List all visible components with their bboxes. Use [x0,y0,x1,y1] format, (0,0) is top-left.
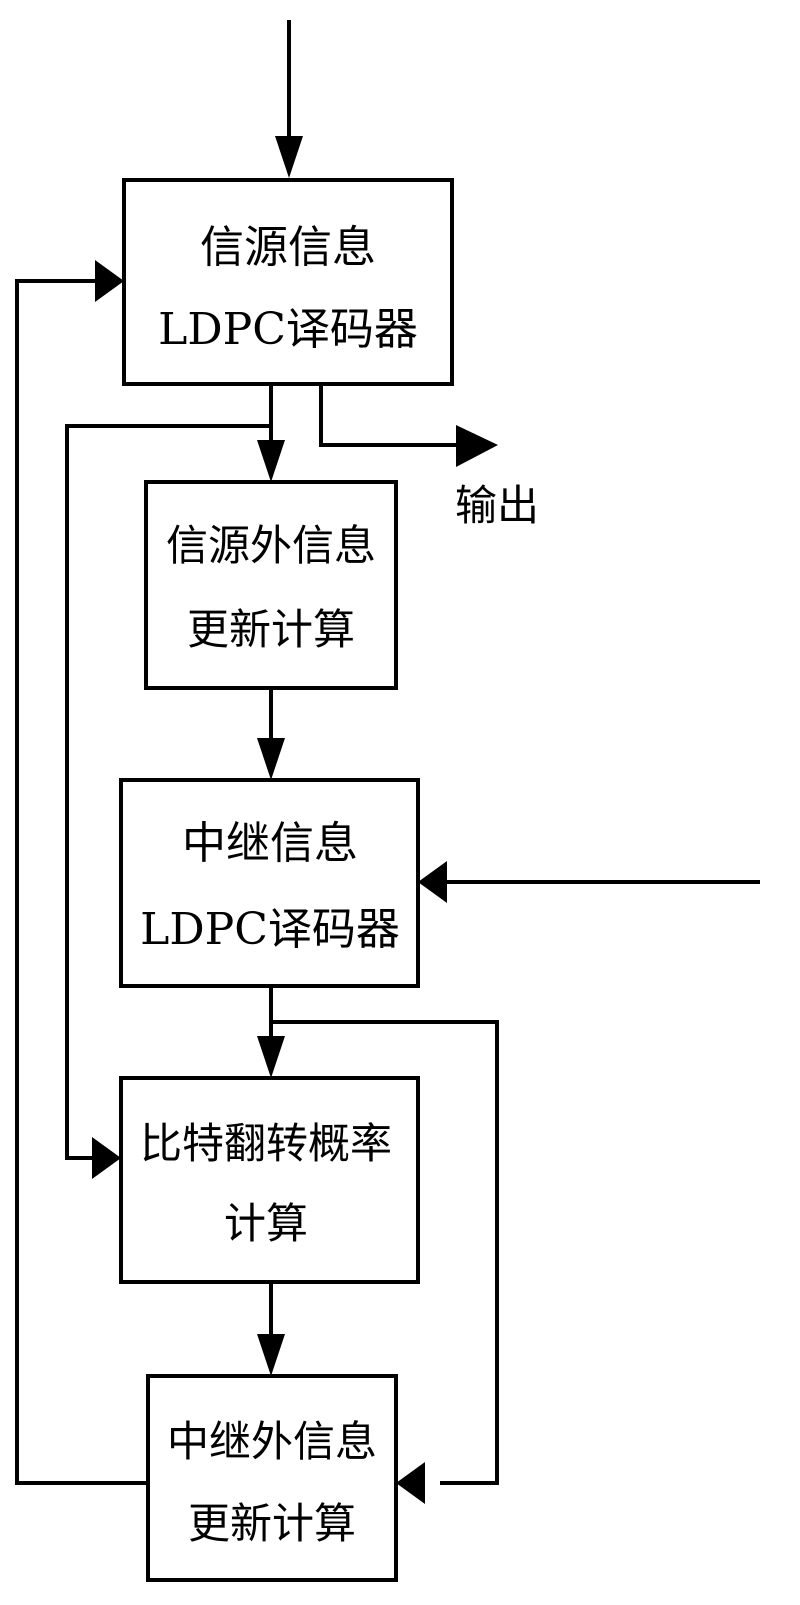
block-label-line-1: 信源外信息 [166,521,376,570]
arrowhead-down-icon [257,1036,285,1078]
arrowhead-down-icon [257,738,285,780]
block-label-line-2: 计算 [224,1199,308,1248]
relay-extrinsic-to-source-decoder-line [15,279,148,1485]
block-label-line-1: 中继外信息 [167,1417,377,1466]
arrowhead-right-icon [92,1137,121,1179]
output-label: 输出 [455,481,539,530]
block-label-line-1: 中继信息 [182,818,358,869]
arrowhead-right-icon [456,425,498,467]
arrowhead-left-icon [396,1462,425,1504]
output-branch-line [319,380,470,447]
arrowhead-down-icon [257,1334,285,1376]
block-relay-extrinsic-update: 中继外信息 更新计算 [146,1374,398,1582]
arrowhead-left-icon [418,861,447,903]
block-label-line-1: 信源信息 [200,222,376,273]
block-label-line-2: 更新计算 [187,605,355,654]
arrowhead-right-icon [95,260,124,302]
block-label-line-2: 更新计算 [188,1499,356,1548]
source-extrinsic-to-bitflip-line [65,424,271,1160]
block-label-line-2: LDPC译码器 [140,904,400,955]
block-source-ldpc-decoder: 信源信息 LDPC译码器 [122,178,454,386]
relay-decoder-to-relay-extrinsic-line [271,1020,499,1485]
block-relay-ldpc-decoder: 中继信息 LDPC译码器 [119,778,420,988]
block-label-line-2: LDPC译码器 [158,304,418,355]
block-source-extrinsic-update: 信源外信息 更新计算 [144,480,398,690]
block-bit-flip-probability: 比特翻转概率 计算 [119,1076,420,1284]
arrowhead-down-icon [275,136,303,178]
arrowhead-down-icon [257,440,285,482]
block-label-line-1: 比特翻转概率 [140,1119,392,1168]
